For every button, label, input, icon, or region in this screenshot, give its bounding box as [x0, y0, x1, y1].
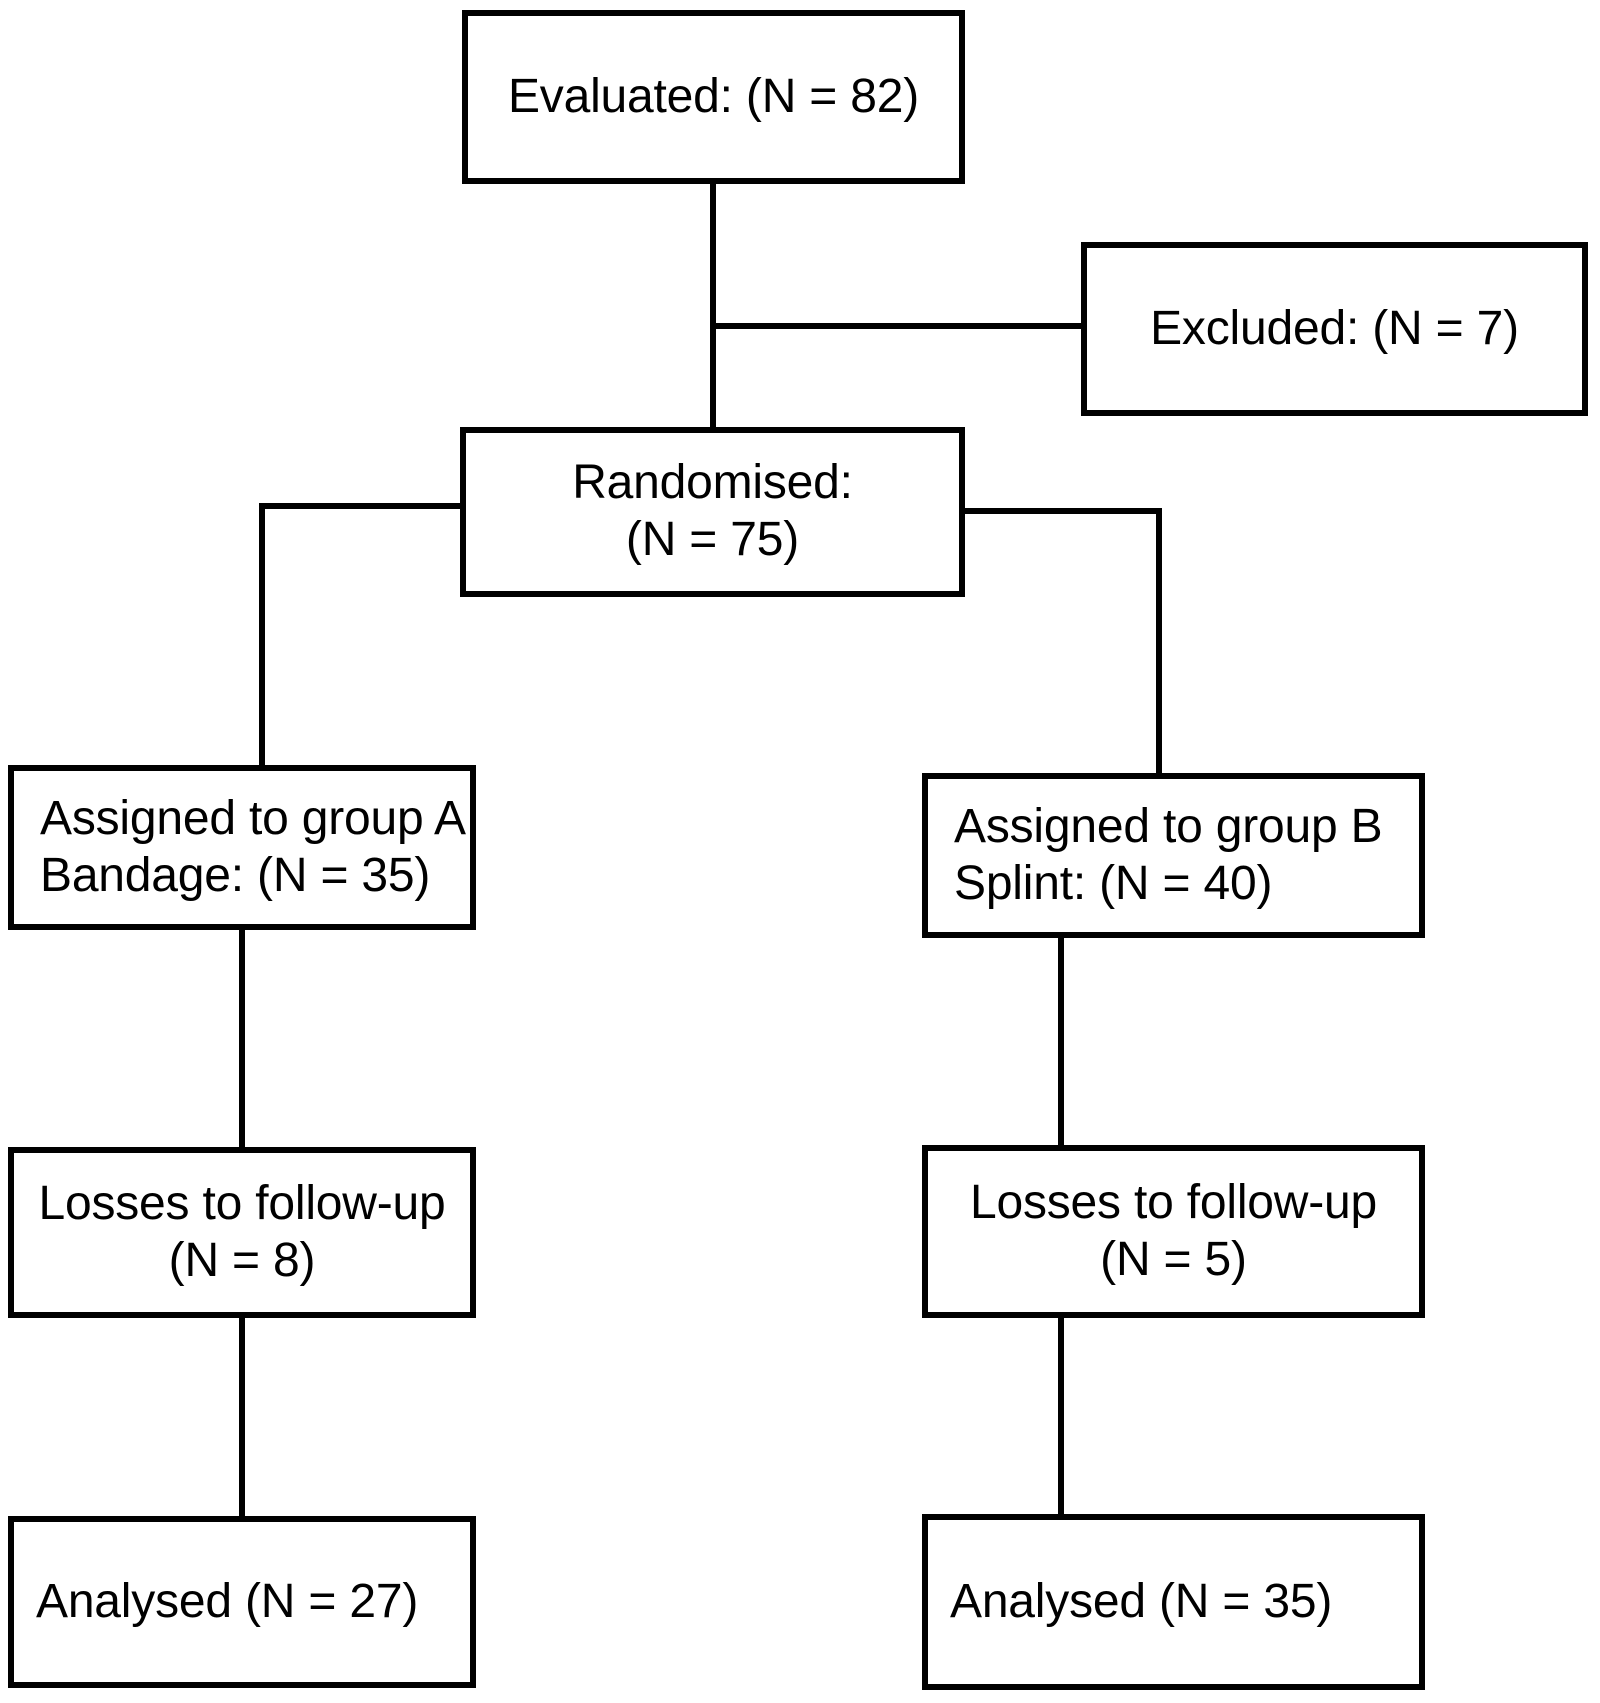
node-assigned-group-a-line-2: Bandage: (N = 35) — [40, 848, 431, 902]
connector-losses-b-to-analysed-b — [1058, 1314, 1064, 1518]
node-excluded: Excluded: (N = 7) — [1081, 242, 1588, 416]
node-assigned-group-a-line-1: Assigned to group A — [40, 791, 466, 845]
connector-randomised-to-group-b-vertical — [1156, 508, 1162, 778]
node-assigned-group-b-line-1: Assigned to group B — [954, 799, 1383, 853]
connector-randomised-to-group-a-horizontal — [259, 503, 464, 509]
node-analysed-group-b-line-1: Analysed (N = 35) — [950, 1574, 1333, 1628]
node-randomised-line-2: (N = 75) — [625, 513, 800, 566]
node-analysed-group-b: Analysed (N = 35) — [922, 1514, 1425, 1690]
node-losses-group-b-line-2: (N = 5) — [1100, 1232, 1247, 1286]
connector-group-a-to-losses — [239, 928, 245, 1150]
node-assigned-group-b: Assigned to group B Splint: (N = 40) — [922, 773, 1425, 938]
connector-randomised-to-group-b-horizontal — [962, 508, 1162, 514]
node-assigned-group-b-line-2: Splint: (N = 40) — [954, 856, 1273, 910]
node-analysed-group-a-line-1: Analysed (N = 27) — [36, 1574, 419, 1628]
connector-evaluated-to-randomised — [710, 180, 716, 430]
connector-randomised-to-group-a-vertical — [259, 503, 265, 768]
connector-losses-a-to-analysed-a — [239, 1314, 245, 1519]
node-randomised: Randomised: (N = 75) — [460, 427, 965, 597]
node-losses-group-a-line-2: (N = 8) — [168, 1233, 316, 1287]
node-losses-group-b-line-1: Losses to follow-up — [969, 1175, 1378, 1229]
node-losses-group-b: Losses to follow-up (N = 5) — [922, 1145, 1425, 1318]
connector-group-b-to-losses — [1058, 930, 1064, 1148]
connector-evaluated-to-excluded — [710, 323, 1085, 329]
node-analysed-group-a: Analysed (N = 27) — [8, 1516, 476, 1688]
node-evaluated-line-1: Evaluated: (N = 82) — [507, 69, 920, 123]
node-losses-group-a-line-1: Losses to follow-up — [38, 1176, 446, 1230]
node-losses-group-a: Losses to follow-up (N = 8) — [8, 1147, 476, 1318]
node-excluded-line-1: Excluded: (N = 7) — [1150, 301, 1519, 355]
node-randomised-line-1: Randomised: — [572, 456, 853, 510]
node-assigned-group-a: Assigned to group A Bandage: (N = 35) — [8, 765, 476, 930]
node-evaluated: Evaluated: (N = 82) — [462, 10, 965, 184]
